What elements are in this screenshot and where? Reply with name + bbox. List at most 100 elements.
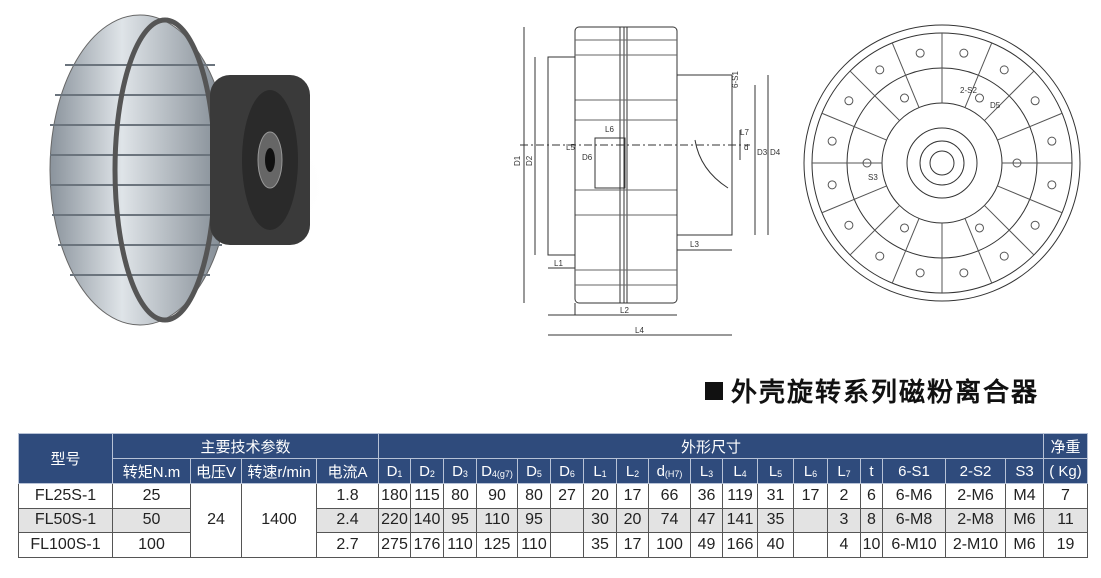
svg-text:D6: D6 [582,153,593,162]
header-tech-col: 电压V [190,458,242,484]
cell-dim: 115 [410,483,444,509]
header-dim-col: 6-S1 [882,458,946,484]
cell-dim: 100 [648,532,691,558]
cell-dim: 119 [722,483,758,509]
cell-dim: 166 [722,532,758,558]
title-text: 外壳旋转系列磁粉离合器 [731,378,1040,408]
cell-dim: 35 [757,507,794,533]
cell-dim: 80 [443,483,477,509]
dim-subscript: 2 [634,468,640,479]
cell-dim: 30 [583,507,617,533]
header-weight: 净重 [1043,433,1088,459]
cell-dim: M6 [1005,532,1044,558]
dim-symbol: S3 [1015,462,1034,480]
square-bullet-icon [705,382,723,400]
cell-dim: 17 [616,532,649,558]
cell-dim: 3 [827,507,861,533]
cell-weight: 19 [1043,532,1088,558]
cell-dim: 10 [860,532,883,558]
svg-text:L4: L4 [635,326,644,335]
header-dim-col: L3 [690,458,723,484]
cell-dim: 40 [757,532,794,558]
dim-subscript: 7 [845,468,851,479]
cell-dim: 110 [517,532,551,558]
dim-subscript: 2 [429,468,435,479]
cell-dim: 6-M8 [882,507,946,533]
cell-dim: 6 [860,483,883,509]
cell-model: FL25S-1 [18,483,113,509]
header-dim-col: D4(g7) [476,458,518,484]
dim-symbol: d [656,462,665,480]
cell-dim: 95 [443,507,477,533]
dim-subscript: 6 [812,468,818,479]
svg-text:L6: L6 [605,125,614,134]
header-dim-col: S3 [1005,458,1044,484]
cell-dim: 31 [757,483,794,509]
cell-dim [793,507,828,533]
header-dim-col: D3 [443,458,477,484]
cell-weight: 7 [1043,483,1088,509]
cell-dim: 27 [550,483,584,509]
header-dim-col: L7 [827,458,861,484]
cell-dim: 180 [378,483,411,509]
dim-subscript: 3 [708,468,714,479]
dim-symbol: L [803,462,813,480]
cell-dim: 220 [378,507,411,533]
cell-dim: 2-M6 [945,483,1006,509]
dim-subscript: 1 [601,468,607,479]
cell-dim: 49 [690,532,723,558]
header-dim-col: D6 [550,458,584,484]
cell-speed: 1400 [241,483,317,558]
cell-dim [793,532,828,558]
svg-text:L2: L2 [620,306,629,315]
dim-symbol: D [419,462,430,480]
header-dim-col: 2-S2 [945,458,1006,484]
header-dim-col: D1 [378,458,411,484]
cell-dim: 20 [583,483,617,509]
header-dim-col: d(H7) [648,458,691,484]
cell-torque: 100 [112,532,191,558]
header-dim-col: D2 [410,458,444,484]
svg-text:L7: L7 [740,128,749,137]
header-dim-col: L6 [793,458,828,484]
dim-symbol: D [386,462,398,480]
cell-weight: 11 [1043,507,1088,533]
dim-symbol: L [768,462,778,480]
cell-dim: 35 [583,532,617,558]
dim-symbol: 2-S2 [959,462,992,480]
dim-subscript: 3 [462,468,468,479]
cell-dim: 275 [378,532,411,558]
cell-dim: 95 [517,507,551,533]
cell-dim: 2 [827,483,861,509]
svg-text:D2: D2 [525,155,534,166]
header-tech-col: 电流A [316,458,379,484]
cell-dim: 36 [690,483,723,509]
cell-dim: 110 [443,532,477,558]
svg-text:L1: L1 [554,259,563,268]
cell-dim: 66 [648,483,691,509]
dim-symbol: L [837,462,846,480]
cell-dim: 90 [476,483,518,509]
cell-dim: 8 [860,507,883,533]
product-series-title: 外壳旋转系列磁粉离合器 [705,372,1039,409]
cell-dim: 20 [616,507,649,533]
header-tech-params: 主要技术参数 [112,433,379,459]
cell-dim: 74 [648,507,691,533]
header-dim-col: L1 [583,458,617,484]
header-dim-col: t [860,458,883,484]
dim-subscript: 6 [569,468,575,479]
dim-symbol: D [481,462,492,480]
cell-dim: 110 [476,507,518,533]
header-dim-col: L2 [616,458,649,484]
cell-dim: 80 [517,483,551,509]
product-photo [49,14,330,326]
cell-dim: 6-M10 [882,532,946,558]
dim-symbol: 6-S1 [898,462,930,480]
svg-text:L5: L5 [566,143,575,152]
cell-torque: 50 [112,507,191,533]
header-dim-col: D5 [517,458,551,484]
svg-text:2-S2: 2-S2 [960,86,977,95]
